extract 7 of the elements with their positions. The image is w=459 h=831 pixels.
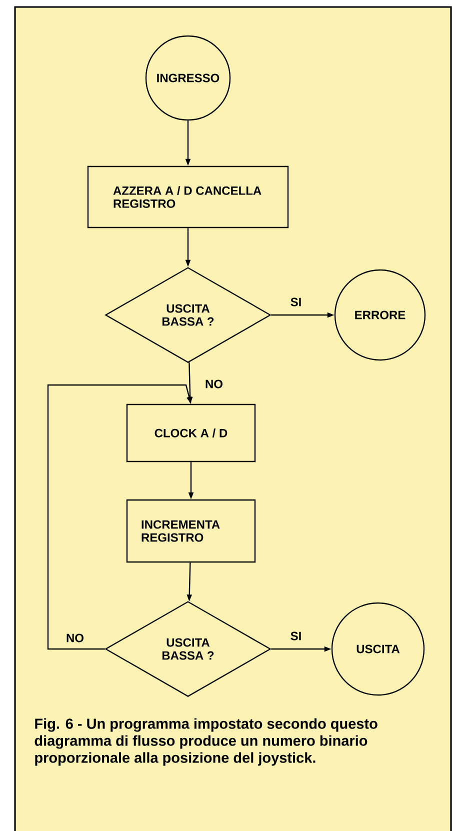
arrow [47,384,192,650]
process-box: AZZERA A / D CANCELLA REGISTRO [87,166,289,228]
process-box: INCREMENTA REGISTRO [126,499,256,563]
process-box: CLOCK A / D [126,404,256,462]
edge-label: NO [204,378,224,390]
caption: Fig. 6 - Un programma impostato secondo questo diagramma di flusso produce un numero binario proporzionale alla posizione del joystick. [34,718,378,766]
edge-label: NO [65,632,85,644]
